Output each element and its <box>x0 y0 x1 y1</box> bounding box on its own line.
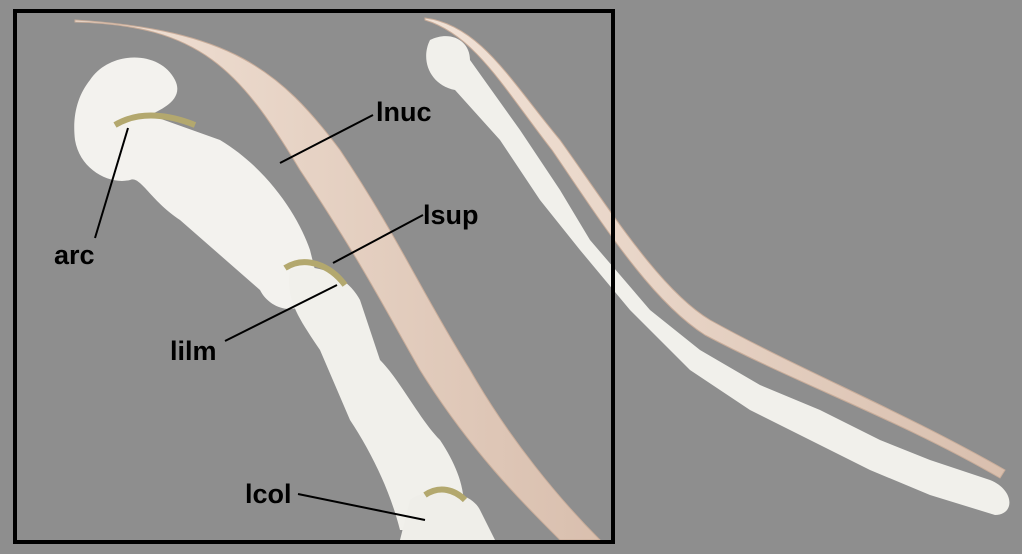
bone-vertebra-upper <box>74 57 320 309</box>
bone-chain <box>426 36 1010 515</box>
ligament-band <box>74 19 602 541</box>
label-arc: arc <box>54 240 95 270</box>
leader-lcol <box>297 493 426 521</box>
label-lilm: lilm <box>170 336 217 366</box>
ligament-band-overview <box>424 17 1006 479</box>
detail-frame <box>13 9 615 544</box>
leader-lnuc <box>279 114 374 164</box>
leader-lines <box>94 114 426 521</box>
leader-lilm <box>224 284 338 342</box>
leader-arc <box>94 127 129 239</box>
detail-view <box>74 19 602 541</box>
bone-vertebra-lower <box>400 491 495 540</box>
small-ligament <box>113 112 468 503</box>
bone-vertebra-middle <box>289 267 464 530</box>
label-lsup: lsup <box>423 200 479 230</box>
leader-lsup <box>332 214 424 264</box>
label-lnuc: lnuc <box>376 97 432 127</box>
overview-view <box>424 17 1010 515</box>
label-lcol: lcol <box>245 479 292 509</box>
